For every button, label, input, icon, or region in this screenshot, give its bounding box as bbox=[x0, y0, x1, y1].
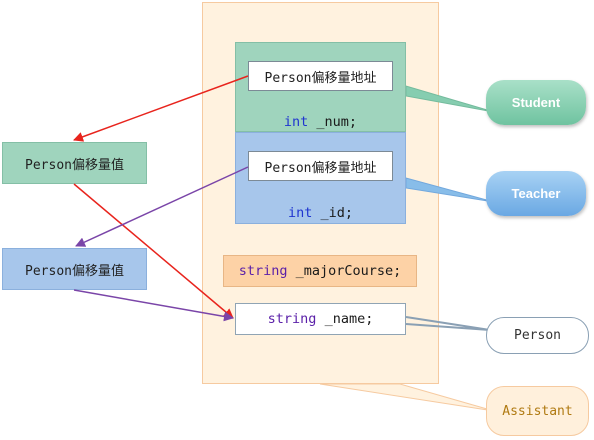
teacher-offset-value-box: Person偏移量值 bbox=[2, 248, 147, 290]
student-offset-arrow bbox=[73, 75, 249, 142]
teacher-member-id: int _id; bbox=[235, 203, 406, 223]
person-member-name: string _name; bbox=[235, 303, 406, 335]
student-member-num: int _num; bbox=[235, 112, 406, 132]
string-keyword: string bbox=[238, 263, 288, 279]
num-member-name: _num; bbox=[308, 114, 358, 130]
id-member-name: _id; bbox=[312, 205, 354, 221]
student-person-offset-address: Person偏移量地址 bbox=[248, 61, 393, 91]
assistant-callout: Assistant bbox=[486, 386, 589, 436]
int-keyword: int bbox=[287, 205, 313, 221]
student-offset-value-box: Person偏移量值 bbox=[2, 142, 147, 184]
teacher-callout: Teacher bbox=[486, 171, 586, 216]
student-callout-tail bbox=[405, 85, 495, 113]
assistant-callout-tail bbox=[319, 383, 495, 412]
teacher-callout-label: Teacher bbox=[511, 186, 561, 201]
student-offset-address-label: Person偏移量地址 bbox=[264, 70, 377, 86]
person-callout-label: Person bbox=[514, 328, 561, 343]
teacher-person-offset-address: Person偏移量地址 bbox=[248, 151, 393, 181]
offset-value-label: Person偏移量值 bbox=[25, 157, 124, 173]
student-callout: Student bbox=[486, 80, 586, 125]
teacher-to-name-arrow bbox=[73, 289, 234, 322]
teacher-offset-address-label: Person偏移量地址 bbox=[264, 160, 377, 176]
name-member-name: _name; bbox=[316, 311, 374, 327]
person-callout: Person bbox=[486, 317, 589, 354]
assistant-member-major-course: string _majorCourse; bbox=[223, 255, 417, 287]
teacher-offset-arrow bbox=[75, 166, 249, 247]
student-callout-label: Student bbox=[511, 95, 561, 110]
major-course-member-name: _majorCourse; bbox=[287, 263, 402, 279]
teacher-callout-tail bbox=[405, 177, 495, 203]
string-keyword: string bbox=[267, 311, 317, 327]
offset-value-label: Person偏移量值 bbox=[25, 263, 124, 279]
assistant-callout-label: Assistant bbox=[502, 403, 573, 419]
int-keyword: int bbox=[283, 114, 309, 130]
student-to-name-arrow bbox=[73, 183, 234, 319]
